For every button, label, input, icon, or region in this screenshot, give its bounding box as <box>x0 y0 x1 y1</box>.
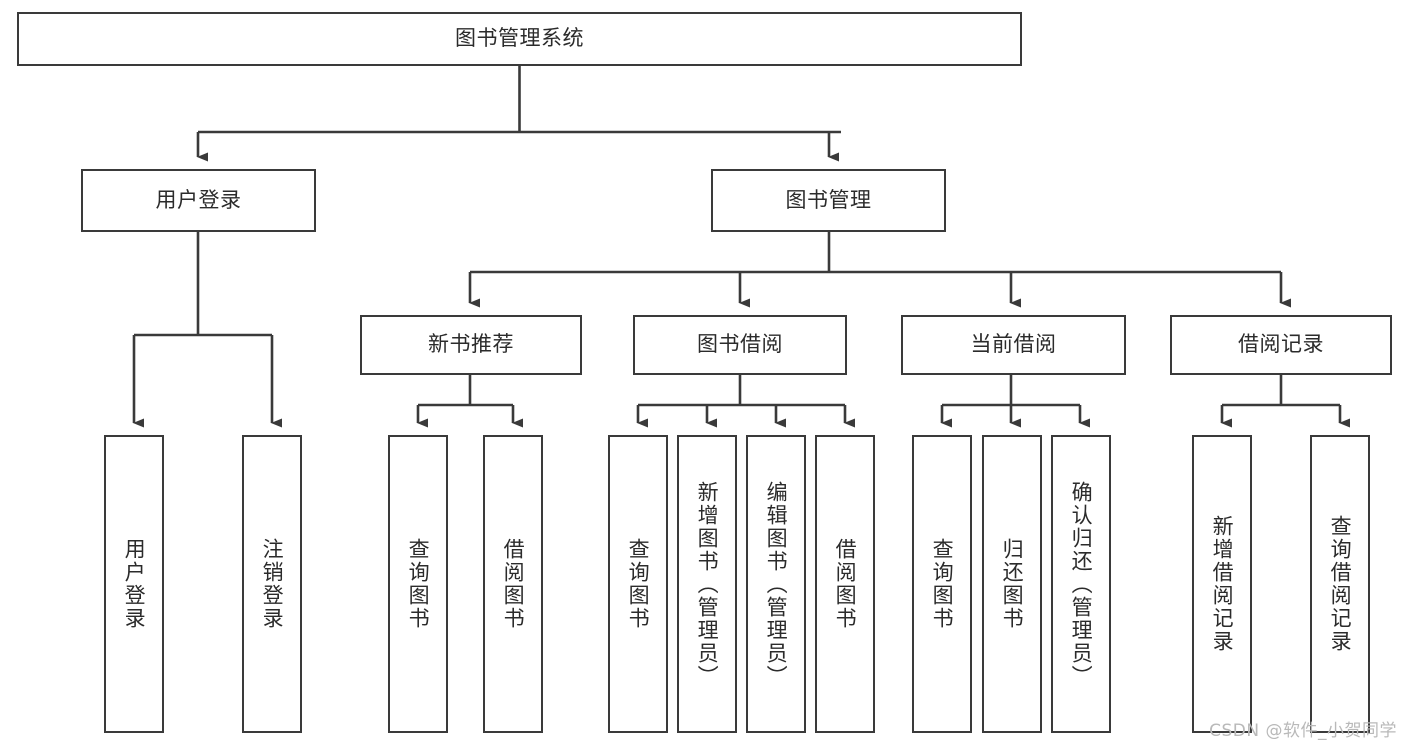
leaf-user-login-signin[interactable]: 用户登录 <box>104 435 164 733</box>
node-root-book-management-system[interactable]: 图书管理系统 <box>17 12 1022 66</box>
leaf-book-borrow-borrow-book[interactable]: 借阅图书 <box>815 435 875 733</box>
leaf-book-borrow-edit-book-admin[interactable]: 编辑图书（管理员） <box>746 435 806 733</box>
leaf-new-book-query-book-label: 查询图书 <box>406 538 431 630</box>
leaf-user-login-signout[interactable]: 注销登录 <box>242 435 302 733</box>
node-book-management[interactable]: 图书管理 <box>711 169 946 232</box>
leaf-borrow-record-query-record-label: 查询借阅记录 <box>1328 515 1353 653</box>
node-root-label: 图书管理系统 <box>455 26 584 51</box>
leaf-book-borrow-add-book-admin-label: 新增图书（管理员） <box>695 480 720 688</box>
leaf-book-borrow-edit-book-admin-label: 编辑图书（管理员） <box>764 480 789 688</box>
leaf-book-borrow-query-book-label: 查询图书 <box>626 538 651 630</box>
node-new-book-recommend[interactable]: 新书推荐 <box>360 315 582 375</box>
leaf-new-book-borrow-book[interactable]: 借阅图书 <box>483 435 543 733</box>
leaf-borrow-record-add-record-label: 新增借阅记录 <box>1210 515 1235 653</box>
leaf-book-borrow-query-book[interactable]: 查询图书 <box>608 435 668 733</box>
leaf-new-book-query-book[interactable]: 查询图书 <box>388 435 448 733</box>
node-book-borrow-label: 图书借阅 <box>697 332 783 357</box>
leaf-borrow-record-add-record[interactable]: 新增借阅记录 <box>1192 435 1252 733</box>
leaf-borrow-record-query-record[interactable]: 查询借阅记录 <box>1310 435 1370 733</box>
leaf-current-borrow-return-book-label: 归还图书 <box>1000 538 1025 630</box>
node-user-login[interactable]: 用户登录 <box>81 169 316 232</box>
node-new-book-recommend-label: 新书推荐 <box>428 332 514 357</box>
leaf-current-borrow-confirm-return-admin[interactable]: 确认归还（管理员） <box>1051 435 1111 733</box>
node-book-borrow[interactable]: 图书借阅 <box>633 315 847 375</box>
leaf-new-book-borrow-book-label: 借阅图书 <box>501 538 526 630</box>
node-current-borrow-label: 当前借阅 <box>970 332 1057 357</box>
node-borrow-record[interactable]: 借阅记录 <box>1170 315 1392 375</box>
node-book-management-label: 图书管理 <box>785 187 872 212</box>
leaf-current-borrow-query-book[interactable]: 查询图书 <box>912 435 972 733</box>
leaf-current-borrow-return-book[interactable]: 归还图书 <box>982 435 1042 733</box>
node-current-borrow[interactable]: 当前借阅 <box>901 315 1126 375</box>
leaf-book-borrow-borrow-book-label: 借阅图书 <box>833 538 858 630</box>
node-borrow-record-label: 借阅记录 <box>1238 332 1324 357</box>
leaf-current-borrow-confirm-return-admin-label: 确认归还（管理员） <box>1069 480 1094 688</box>
node-user-login-label: 用户登录 <box>155 187 242 212</box>
leaf-user-login-signin-label: 用户登录 <box>122 538 147 630</box>
csdn-watermark: CSDN @软件_小贺同学 <box>1209 721 1397 741</box>
leaf-book-borrow-add-book-admin[interactable]: 新增图书（管理员） <box>677 435 737 733</box>
leaf-current-borrow-query-book-label: 查询图书 <box>930 538 955 630</box>
leaf-user-login-signout-label: 注销登录 <box>260 538 285 630</box>
